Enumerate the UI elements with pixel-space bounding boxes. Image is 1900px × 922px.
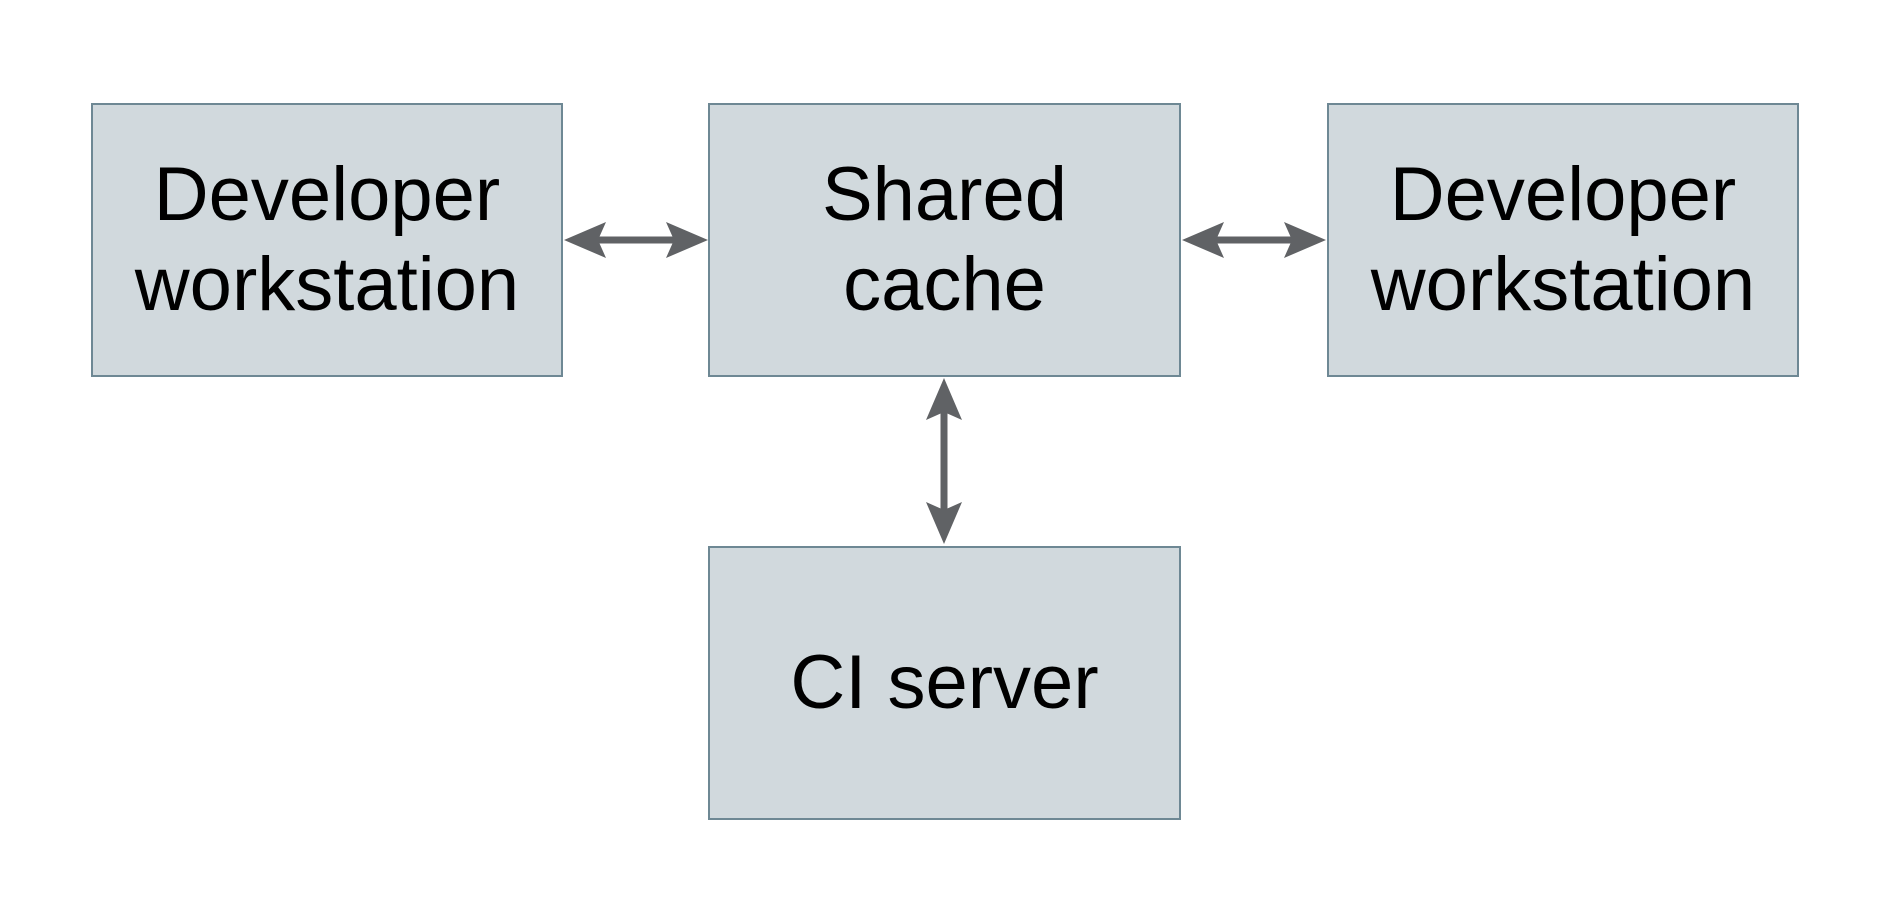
node-developer-workstation-right: Developer workstation	[1327, 103, 1799, 377]
node-developer-workstation-left: Developer workstation	[91, 103, 563, 377]
node-shared-cache: Shared cache	[708, 103, 1181, 377]
bidirectional-arrow-icon-cache-to-right-workstation	[1182, 222, 1326, 258]
bidirectional-arrow-icon-left-workstation-to-cache	[564, 222, 708, 258]
node-ci-server: CI server	[708, 546, 1181, 820]
node-label-ci-server: CI server	[790, 640, 1099, 726]
node-label-developer-workstation-left: Developer workstation	[134, 152, 520, 327]
node-label-developer-workstation-right: Developer workstation	[1370, 152, 1756, 327]
node-label-shared-cache: Shared cache	[821, 152, 1068, 327]
bidirectional-arrow-icon-cache-to-ci-server	[926, 378, 962, 544]
